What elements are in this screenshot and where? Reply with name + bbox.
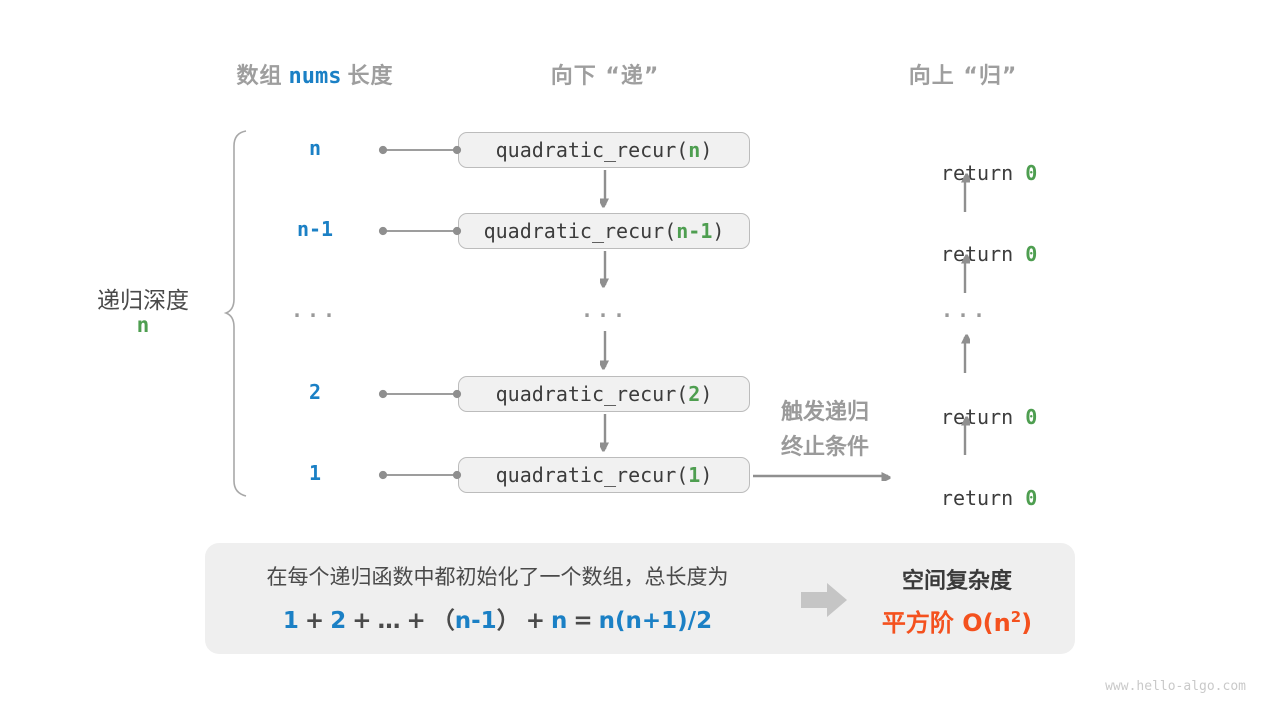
space-complexity-title: 空间复杂度 bbox=[901, 569, 1012, 594]
formula-term: n-1 bbox=[454, 608, 497, 634]
return-keyword: return bbox=[940, 161, 1026, 185]
header-array-suffix: 长度 bbox=[347, 64, 394, 89]
call-prefix: quadratic_recur( bbox=[495, 138, 689, 162]
call-suffix: ) bbox=[700, 138, 713, 162]
return-keyword: return bbox=[940, 242, 1026, 266]
formula-paren: （ bbox=[431, 608, 455, 634]
ellipsis-returns: ... bbox=[940, 298, 990, 322]
call-suffix: ) bbox=[700, 463, 713, 487]
connector-row-2 bbox=[378, 389, 462, 399]
call-box-1: quadratic_recur(1) bbox=[458, 457, 750, 493]
return-keyword: return bbox=[940, 405, 1026, 429]
trigger-note-line2: 终止条件 bbox=[780, 435, 869, 460]
formula-equals: = bbox=[573, 608, 593, 634]
formula-paren: ） bbox=[496, 608, 520, 634]
space-complexity-value: 平方阶 O(n2) bbox=[862, 603, 1052, 638]
connector-row-n bbox=[378, 145, 462, 155]
formula-term: n bbox=[550, 608, 568, 634]
ellipsis-calls: ... bbox=[580, 298, 630, 322]
formula-op: + bbox=[406, 608, 426, 634]
header-array-code: nums bbox=[288, 64, 342, 89]
summary-formula: 1+2+…+（n-1）+n=n(n+1)/2 bbox=[225, 601, 770, 635]
header-recurse-down: 向下 “递” bbox=[550, 64, 660, 89]
site-watermark: www.hello-algo.com bbox=[1105, 679, 1246, 694]
complexity-exponent: 2 bbox=[1010, 608, 1022, 626]
formula-term: 1 bbox=[282, 608, 299, 634]
depth-label-n: n bbox=[308, 136, 322, 160]
return-statement-1: return 0 bbox=[880, 462, 1050, 534]
return-value: 0 bbox=[1025, 161, 1038, 185]
header-array-prefix: 数组 bbox=[236, 64, 283, 89]
depth-label-n-1: n-1 bbox=[296, 217, 334, 241]
depth-label-2: 2 bbox=[308, 380, 322, 404]
formula-op: + bbox=[304, 608, 325, 634]
trigger-note-line1: 触发递归 bbox=[780, 400, 869, 425]
header-return-up: 向上 “归” bbox=[908, 64, 1018, 89]
return-value: 0 bbox=[1025, 242, 1038, 266]
recursion-depth-brace bbox=[223, 130, 247, 497]
call-suffix: ) bbox=[700, 382, 713, 406]
call-box-2: quadratic_recur(2) bbox=[458, 376, 750, 412]
return-value: 0 bbox=[1025, 405, 1038, 429]
ellipsis-depth: ... bbox=[290, 298, 340, 322]
formula-result: n(n+1)/2 bbox=[598, 608, 713, 634]
call-prefix: quadratic_recur( bbox=[495, 463, 689, 487]
formula-op: + bbox=[352, 608, 372, 634]
formula-op: + bbox=[525, 608, 545, 634]
return-statement-n-1: return 0 bbox=[880, 218, 1050, 290]
return-statement-n: return 0 bbox=[880, 137, 1050, 209]
call-prefix: quadratic_recur( bbox=[483, 219, 677, 243]
formula-term: 2 bbox=[330, 608, 347, 634]
summary-panel bbox=[205, 543, 1075, 654]
connector-row-n-1 bbox=[378, 226, 462, 236]
recursion-depth-label: 递归深度 bbox=[97, 288, 189, 314]
call-box-n-1: quadratic_recur(n-1) bbox=[458, 213, 750, 249]
call-box-n: quadratic_recur(n) bbox=[458, 132, 750, 168]
call-arg: n bbox=[688, 138, 701, 162]
return-statement-2: return 0 bbox=[880, 381, 1050, 453]
call-arg: 2 bbox=[688, 382, 701, 406]
call-prefix: quadratic_recur( bbox=[495, 382, 689, 406]
return-value: 0 bbox=[1025, 486, 1038, 510]
return-keyword: return bbox=[940, 486, 1026, 510]
recursion-depth-value: n bbox=[136, 313, 150, 337]
call-arg: 1 bbox=[688, 463, 701, 487]
summary-text: 在每个递归函数中都初始化了一个数组，总长度为 bbox=[266, 565, 729, 589]
complexity-prefix: 平方阶 O(n bbox=[881, 609, 1011, 637]
depth-label-1: 1 bbox=[308, 461, 322, 485]
call-arg: n-1 bbox=[676, 219, 713, 243]
complexity-suffix: ) bbox=[1021, 609, 1033, 637]
call-suffix: ) bbox=[712, 219, 725, 243]
connector-row-1 bbox=[378, 470, 462, 480]
formula-ellipsis: … bbox=[377, 608, 401, 634]
